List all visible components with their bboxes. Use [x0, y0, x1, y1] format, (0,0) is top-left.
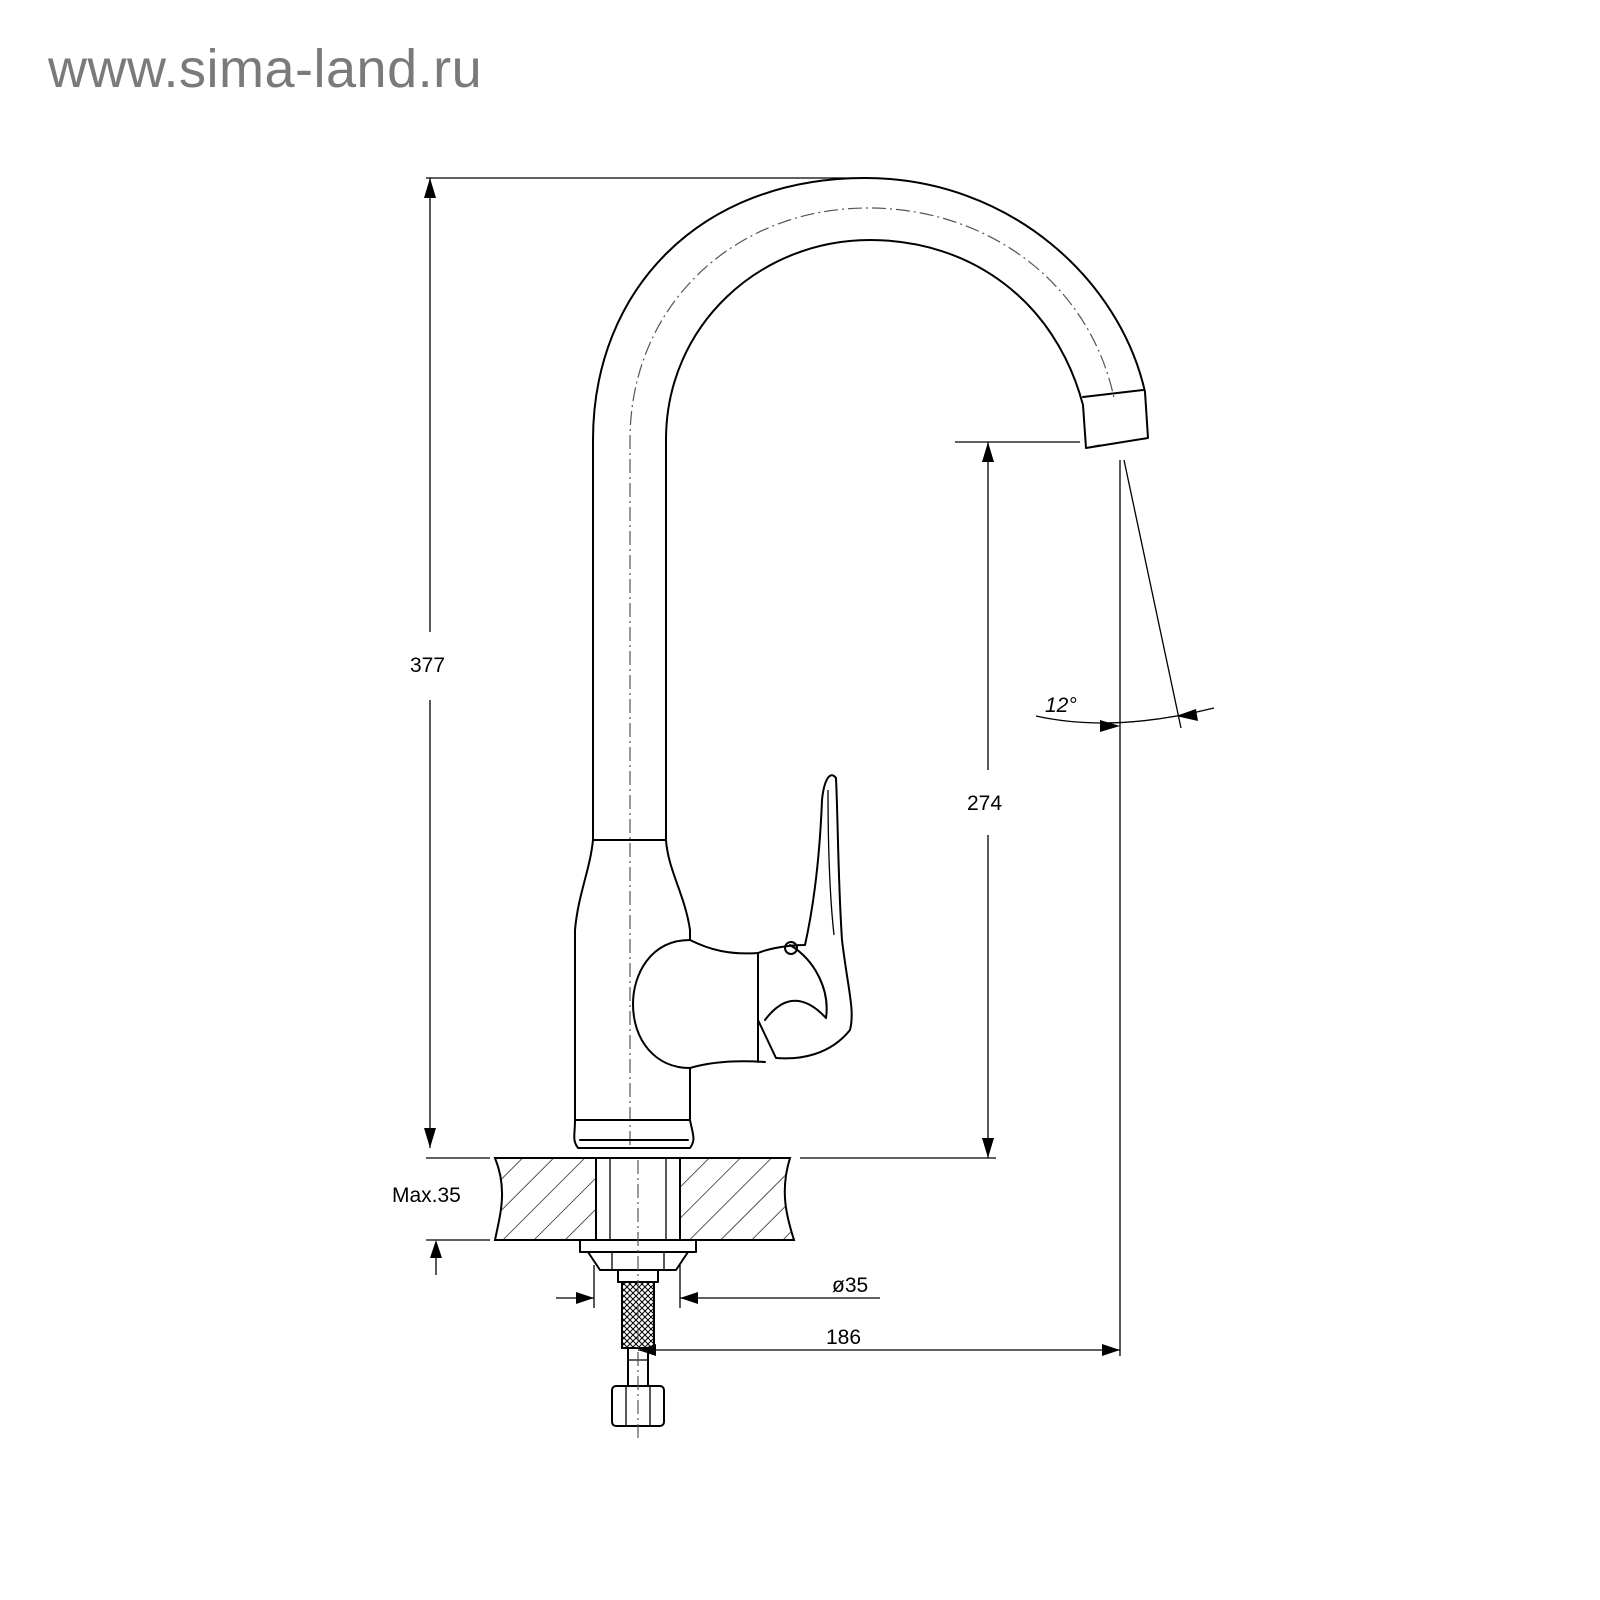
- dim-mount-diameter: ø35: [832, 1274, 868, 1297]
- site-watermark: www.sima-land.ru: [48, 39, 483, 99]
- lever: [757, 774, 853, 1060]
- countertop-section: [493, 1157, 796, 1440]
- body-right: [665, 839, 691, 941]
- base-ring: [573, 1119, 695, 1149]
- cartridge-hub: [632, 939, 691, 1069]
- dimension-lines: [424, 177, 1215, 1356]
- faucet-body: [573, 177, 1149, 1149]
- spout-outer: [592, 177, 1146, 841]
- body-left: [574, 839, 594, 1121]
- hub-top: [689, 939, 759, 955]
- lever-screw: [784, 941, 798, 955]
- dim-max-thickness: Max.35: [392, 1184, 461, 1207]
- spout-centerline: [629, 207, 1115, 1145]
- aerator-tip: [1082, 391, 1149, 449]
- dim-reach: 186: [826, 1326, 861, 1349]
- dim-spout-height: 274: [967, 792, 1002, 815]
- spout-inner: [665, 239, 1084, 841]
- dim-total-height: 377: [410, 654, 445, 677]
- aerator-band: [1082, 389, 1144, 398]
- dim-angle: 12°: [1045, 694, 1077, 717]
- hub-bottom: [689, 1060, 766, 1069]
